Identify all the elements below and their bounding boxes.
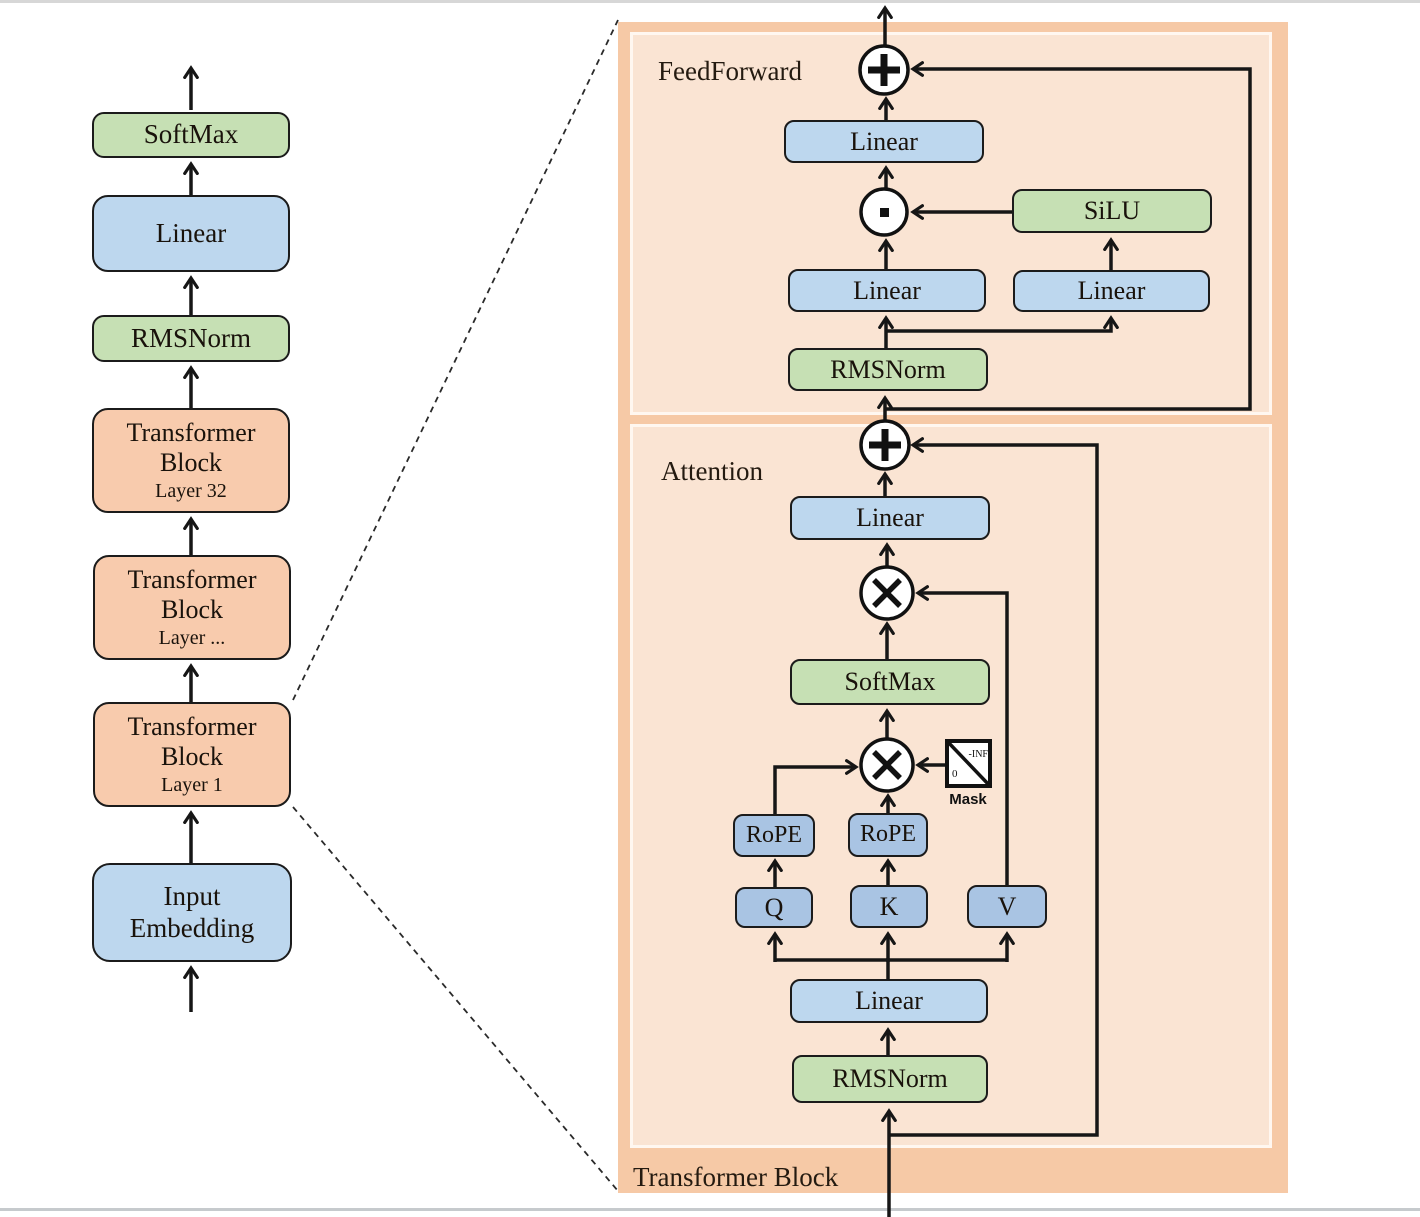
box-label: Q (764, 892, 784, 922)
left-box-linear: Linear (92, 195, 290, 272)
box-sublabel: Layer ... (158, 626, 226, 649)
ff-silu: SiLU (1012, 189, 1212, 233)
ff-linear-left: Linear (788, 269, 986, 312)
ff-linear-right: Linear (1013, 270, 1210, 312)
box-label: RMSNorm (130, 322, 252, 353)
box-label: RMSNorm (832, 1064, 948, 1094)
ff-linear-out: Linear (784, 120, 984, 163)
box-label: Linear (853, 275, 921, 305)
box-label: Input Embedding (129, 881, 255, 943)
att-linear-in: Linear (790, 979, 988, 1023)
att-rmsnorm: RMSNorm (792, 1055, 988, 1103)
att-v: V (967, 885, 1047, 928)
att-linear-out: Linear (790, 496, 990, 540)
box-label: Linear (856, 503, 924, 533)
ff-rmsnorm: RMSNorm (788, 348, 988, 391)
att-q: Q (735, 887, 813, 928)
box-label: Linear (855, 986, 923, 1016)
box-sublabel: Layer 32 (155, 479, 227, 502)
bottom-border-line (0, 1208, 1420, 1211)
attention-label: Attention (661, 456, 763, 486)
box-label: V (997, 891, 1017, 921)
box-label: Transformer Block (126, 418, 256, 477)
box-label: Transformer Block (127, 565, 257, 624)
box-label: RoPE (859, 821, 916, 848)
left-box-transformer-block-mid: Transformer Block Layer ... (93, 555, 291, 660)
box-label: SoftMax (143, 119, 239, 150)
top-border-line (0, 0, 1420, 3)
att-softmax: SoftMax (790, 659, 990, 705)
box-label: SoftMax (844, 667, 936, 697)
feedforward-label: FeedForward (658, 56, 802, 86)
transformer-block-title: Transformer Block (633, 1162, 839, 1192)
box-label: Linear (850, 126, 918, 156)
box-sublabel: Layer 1 (161, 773, 223, 796)
left-box-transformer-block-32: Transformer Block Layer 32 (92, 408, 290, 513)
box-label: Linear (155, 217, 227, 248)
box-label: RMSNorm (830, 354, 946, 384)
left-box-input-embedding: Input Embedding (92, 863, 292, 962)
zoom-dashed-lines (292, 19, 619, 1192)
box-label: RoPE (745, 821, 802, 848)
att-rope-k: RoPE (848, 813, 928, 857)
left-box-softmax: SoftMax (92, 112, 290, 158)
box-label: K (879, 891, 899, 921)
left-box-rmsnorm: RMSNorm (92, 315, 290, 362)
left-box-transformer-block-1: Transformer Block Layer 1 (93, 702, 291, 807)
box-label: Linear (1077, 276, 1146, 306)
att-rope-q: RoPE (733, 814, 815, 857)
box-label: Transformer Block (127, 712, 257, 771)
box-label: SiLU (1083, 196, 1141, 226)
att-k: K (850, 885, 928, 928)
